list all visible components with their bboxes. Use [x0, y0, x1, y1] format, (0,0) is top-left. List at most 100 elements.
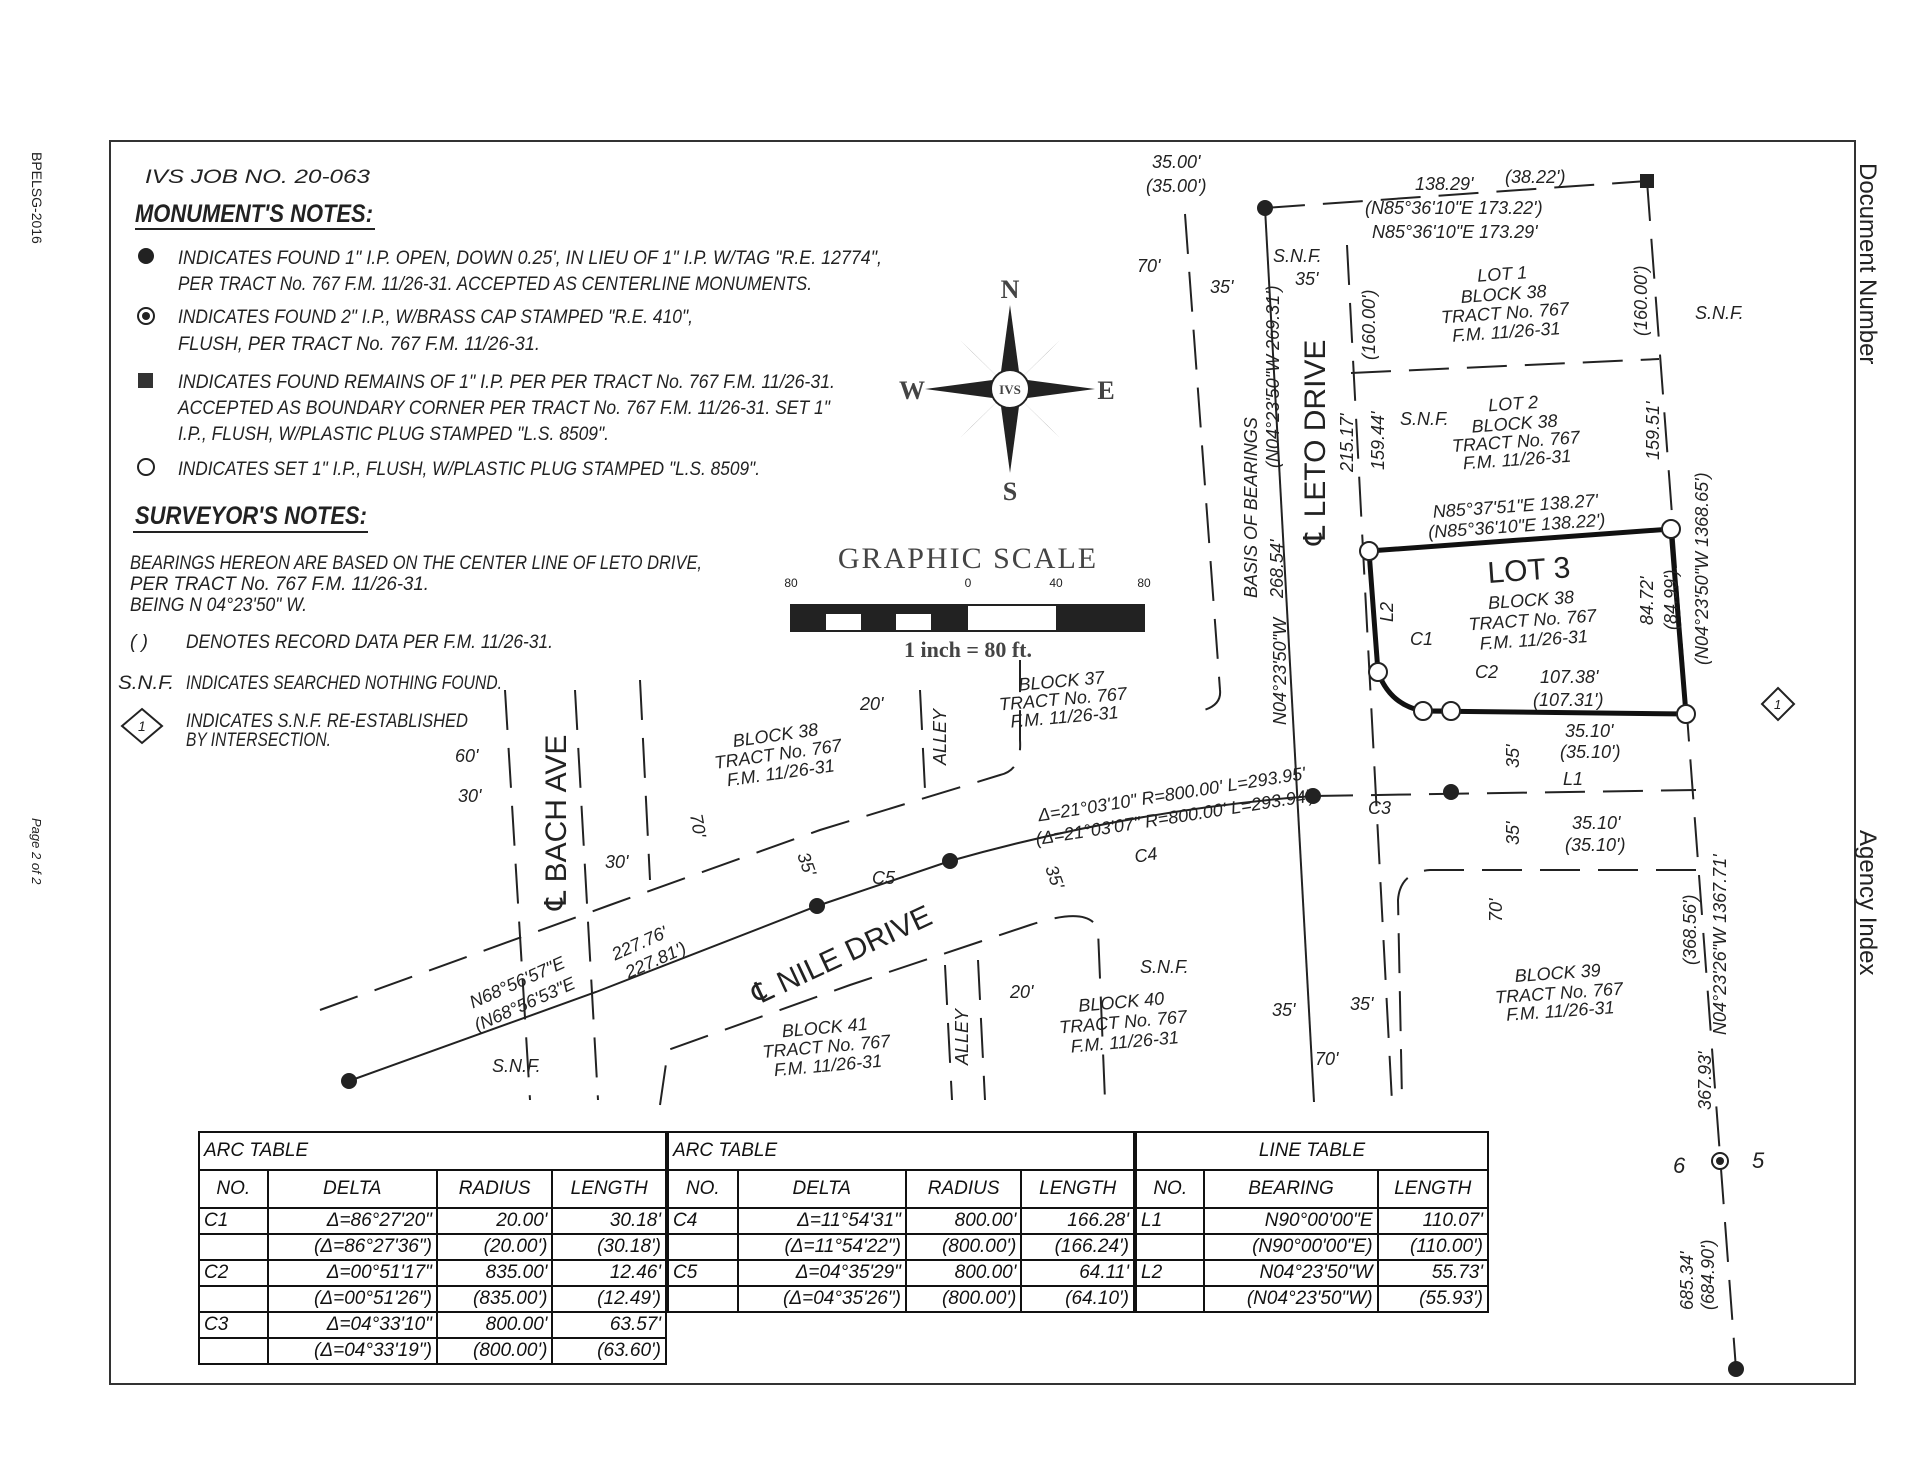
paren-symbol: ( ) — [130, 632, 148, 653]
table-cell: 64.11' — [1020, 1259, 1135, 1287]
scale-tick: 40 — [1049, 576, 1063, 590]
table-row: (Δ=04°35'26")(800.00')(64.10') — [667, 1285, 1135, 1313]
found-monument-icon — [809, 898, 825, 914]
curve-label: C4 — [1133, 843, 1159, 866]
dim-label: 20' — [859, 694, 884, 714]
table-row: (Δ=11°54'22")(800.00')(166.24') — [667, 1233, 1135, 1261]
dim-label: (160.00') — [1359, 290, 1379, 360]
note-s1-line3: BEING N 04°23'50" W. — [130, 595, 307, 616]
table-cell: (12.49') — [551, 1285, 667, 1313]
bearing-label: (N85°36'10"E 173.22') — [1365, 198, 1543, 218]
map-labels: 35.00' (35.00') 138.29' (38.22') (N85°36… — [455, 152, 1765, 1310]
dim-label: 35' — [1503, 744, 1523, 768]
table-cell: Δ=11°54'31" — [736, 1207, 907, 1235]
compass-w: W — [899, 376, 925, 405]
dim-label: 70' — [1315, 1049, 1339, 1069]
lot-number: 6 — [1673, 1153, 1686, 1178]
table-cell — [1134, 1285, 1206, 1313]
found-monument-icon — [1305, 788, 1321, 804]
dim-label: 35.10' — [1572, 813, 1621, 833]
table-cell: 110.07' — [1376, 1207, 1490, 1235]
table-cell: L1 — [1134, 1207, 1206, 1235]
table-cell: (20.00') — [435, 1233, 554, 1261]
diamond-number: 1 — [138, 718, 146, 734]
dim-label: 35' — [1272, 1000, 1296, 1020]
table-cell — [667, 1233, 739, 1261]
table-cell: Δ=86°27'20" — [266, 1207, 438, 1235]
line-label: L2 — [1377, 602, 1397, 622]
table-title: ARC TABLE — [198, 1131, 667, 1171]
column-header: LENGTH — [1376, 1169, 1490, 1209]
table-cell: 800.00' — [904, 1259, 1023, 1287]
street-label-leto-drive: ℄ LETO DRIVE — [1299, 340, 1332, 546]
set-monument-icon — [1359, 541, 1379, 561]
table-cell: (Δ=04°35'26") — [736, 1285, 907, 1313]
bearing-label: (N04°23'50"W 1368.65') — [1692, 472, 1712, 665]
basis-of-bearings-label: BASIS OF BEARINGS — [1241, 417, 1261, 598]
north-arrow: IVS N S W E — [899, 275, 1115, 506]
diamond-icon — [120, 707, 164, 745]
table-cell: (63.60') — [551, 1337, 667, 1365]
set-monument-icon — [1676, 704, 1696, 724]
dim-label: 84.72' — [1637, 576, 1657, 625]
dim-label: 70' — [686, 812, 710, 839]
line-label: L1 — [1563, 769, 1583, 789]
agency-index-label: Agency Index — [1854, 830, 1881, 975]
dim-label: 20' — [1009, 982, 1034, 1002]
monuments-title: MONUMENT'S NOTES: — [135, 200, 373, 228]
table-cell — [198, 1233, 269, 1261]
note-s1-line1: BEARINGS HEREON ARE BASED ON THE CENTER … — [130, 553, 702, 574]
table-cell: Δ=00°51'17" — [266, 1259, 438, 1287]
dim-label: 35' — [1210, 277, 1234, 297]
dim-label: 60' — [455, 746, 479, 766]
note-diamond-line1: INDICATES S.N.F. RE-ESTABLISHED — [186, 711, 468, 732]
dim-label: 35' — [1350, 994, 1374, 1014]
note-m1-line2: PER TRACT No. 767 F.M. 11/26-31. ACCEPTE… — [178, 274, 812, 295]
table-row: (N04°23'50"W)(55.93') — [1134, 1285, 1490, 1313]
sheet-border — [109, 140, 1856, 1385]
table-title: LINE TABLE — [1135, 1131, 1489, 1171]
dim-label: 685.34' — [1677, 1251, 1697, 1310]
bearing-label: N04°23'50"W — [1270, 616, 1290, 725]
notes: IVS JOB NO. 20-063 MONUMENT'S NOTES: IND… — [118, 167, 882, 751]
found-monument-icon — [341, 1073, 357, 1089]
table-cell: (835.00') — [435, 1285, 554, 1313]
table-cell: Δ=04°35'29" — [736, 1259, 907, 1287]
column-header: NO. — [667, 1169, 739, 1209]
table-cell: C1 — [198, 1207, 269, 1235]
table-row: (Δ=00°51'26")(835.00')(12.49') — [198, 1285, 667, 1313]
snf-label: S.N.F. — [492, 1056, 541, 1076]
diamond-number: 1 — [1774, 697, 1781, 712]
dim-label: 107.38' — [1540, 667, 1599, 687]
note-diamond-line2: BY INTERSECTION. — [186, 730, 331, 751]
table-cell: 20.00' — [435, 1207, 554, 1235]
table-cell: C5 — [667, 1259, 739, 1287]
table-cell: (800.00') — [904, 1285, 1023, 1313]
dim-label: 268.54' — [1267, 539, 1287, 599]
document-number-label: Document Number — [1854, 163, 1881, 364]
snf-label: S.N.F. — [1273, 246, 1322, 266]
table-cell: C2 — [198, 1259, 269, 1287]
curve-label: C1 — [1410, 629, 1433, 649]
column-header: RADIUS — [904, 1169, 1023, 1209]
column-header: NO. — [198, 1169, 269, 1209]
column-header: BEARING — [1203, 1169, 1379, 1209]
table-cell: Δ=04°33'10" — [266, 1311, 438, 1339]
table-cell: (800.00') — [904, 1233, 1023, 1261]
table-cell — [667, 1285, 739, 1313]
snf-label: S.N.F. — [1140, 957, 1189, 977]
compass-n: N — [1001, 275, 1020, 304]
note-m4: INDICATES SET 1" I.P., FLUSH, W/PLASTIC … — [178, 459, 760, 480]
table-cell: (Δ=11°54'22") — [736, 1233, 907, 1261]
column-header: LENGTH — [551, 1169, 667, 1209]
table-cell: L2 — [1134, 1259, 1206, 1287]
curve-label: C3 — [1368, 798, 1391, 818]
page-number: Page 2 of 2 — [29, 818, 44, 885]
compass-logo: IVS — [999, 382, 1021, 397]
found-monument-icon — [942, 853, 958, 869]
